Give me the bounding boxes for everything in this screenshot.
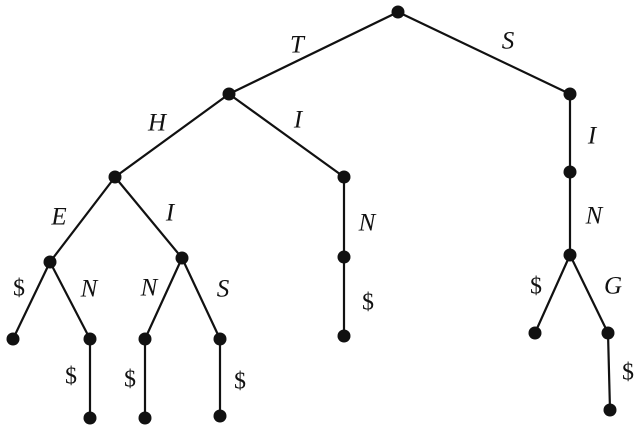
edge-thi-thin bbox=[143, 256, 184, 341]
edge-label-sin-sin$: $ bbox=[530, 274, 542, 300]
edge-sing-sing$ bbox=[606, 331, 612, 412]
edge-thi-this bbox=[180, 256, 222, 341]
edge-label-th-the: E bbox=[50, 204, 66, 231]
node-th bbox=[108, 170, 122, 184]
edge-label-tin-tin$: $ bbox=[362, 290, 374, 316]
edge-label-s-si: I bbox=[587, 123, 598, 150]
edge-label-thi-this: S bbox=[217, 276, 230, 303]
node-this-end bbox=[213, 409, 227, 423]
node-thin-end bbox=[138, 411, 152, 425]
edge-th-the bbox=[48, 175, 117, 264]
edge-label-sing-sing$: $ bbox=[622, 360, 634, 386]
edge-label-ti-tin: N bbox=[358, 210, 377, 237]
edge-label-sin-sing: G bbox=[604, 273, 622, 300]
edge-the-the$ bbox=[11, 260, 52, 341]
edge-label-the-th-en: N bbox=[80, 276, 99, 303]
edge-label-the-the$: $ bbox=[13, 276, 25, 302]
edge-label-th-thi: I bbox=[165, 200, 176, 227]
edge-label-this-this$: $ bbox=[234, 369, 246, 395]
edge-sin-sing bbox=[568, 253, 610, 335]
edge-th-thi bbox=[113, 175, 184, 260]
edge-label-th-en-the-end: $ bbox=[65, 364, 77, 390]
edge-label-root-s: S bbox=[502, 28, 515, 55]
node-sing bbox=[601, 326, 615, 340]
edge-the-th-en bbox=[48, 260, 92, 341]
node-sing-end bbox=[603, 403, 617, 417]
node-thin bbox=[138, 332, 152, 346]
node-sin bbox=[563, 248, 577, 262]
node-ti bbox=[337, 170, 351, 184]
node-t bbox=[222, 87, 236, 101]
node-si bbox=[563, 165, 577, 179]
edge-label-t-th: H bbox=[147, 110, 168, 137]
node-the bbox=[43, 255, 57, 269]
node-this bbox=[213, 332, 227, 346]
node-the-end bbox=[6, 332, 20, 346]
node-th-en bbox=[83, 332, 97, 346]
edges-layer bbox=[11, 10, 612, 420]
edge-label-root-t: T bbox=[290, 32, 306, 59]
nodes-layer bbox=[6, 5, 617, 425]
labels-layer: T S H I I E I N N $ N N S $ $ G $ $ $ $ bbox=[13, 28, 634, 395]
node-sin-end bbox=[528, 326, 542, 340]
node-s bbox=[563, 87, 577, 101]
edge-t-ti bbox=[227, 92, 346, 179]
edge-root-t bbox=[227, 10, 400, 96]
edge-root-s bbox=[396, 10, 572, 96]
node-tin bbox=[337, 250, 351, 264]
edge-label-si-sin: N bbox=[585, 203, 604, 230]
node-the-end bbox=[83, 411, 97, 425]
node-root bbox=[391, 5, 405, 19]
node-tin-end bbox=[337, 329, 351, 343]
edge-label-thi-thin: N bbox=[140, 275, 159, 302]
edge-label-thin-thin$: $ bbox=[124, 367, 136, 393]
node-thi bbox=[175, 251, 189, 265]
edge-sin-sin$ bbox=[533, 253, 572, 335]
edge-label-t-ti: I bbox=[293, 107, 304, 134]
edge-t-th bbox=[113, 92, 231, 179]
